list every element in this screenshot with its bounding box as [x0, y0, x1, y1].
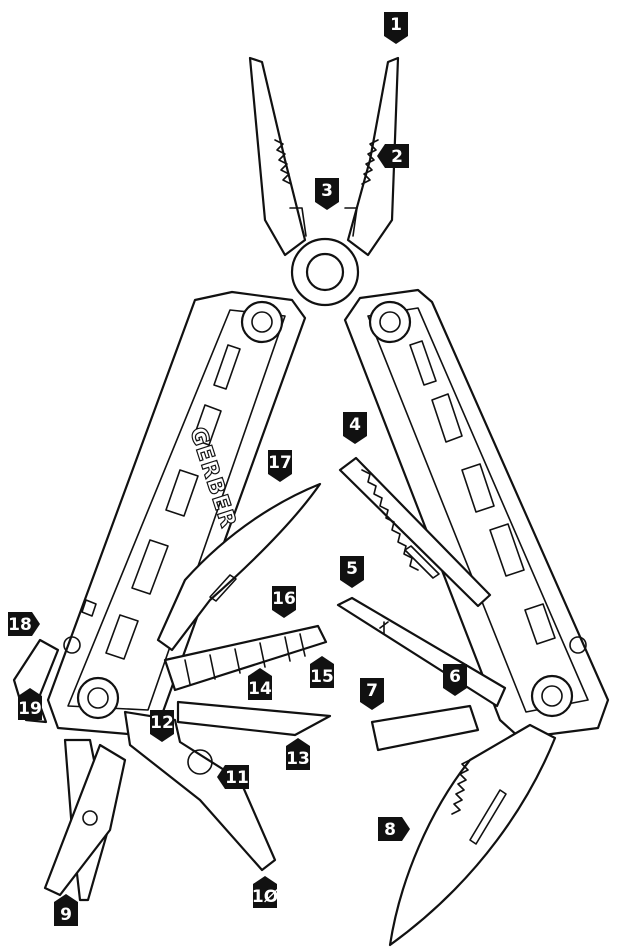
callout-number: 7 — [366, 681, 378, 701]
callout-number: 3 — [321, 181, 333, 201]
callout-tag — [268, 450, 292, 482]
right-handle — [343, 288, 610, 740]
callout-number: 12 — [150, 713, 174, 733]
callout-number: 19 — [18, 699, 42, 719]
callout-1: 1 — [384, 12, 408, 44]
callout-tag — [150, 710, 174, 742]
callout-tag — [443, 664, 467, 696]
callout-tag — [253, 876, 277, 908]
callout-6: 6 — [443, 664, 467, 696]
callout-10: 1Ø — [252, 876, 278, 908]
callout-18: 18 — [8, 612, 40, 636]
callout-number: 9 — [60, 905, 72, 925]
callout-number: 18 — [8, 615, 32, 635]
callout-3: 3 — [315, 178, 339, 210]
callout-tag — [378, 817, 410, 841]
callout-2: 2 — [377, 144, 409, 168]
bottle-opener — [123, 710, 277, 872]
callout-tag — [343, 412, 367, 444]
callout-number: 16 — [272, 589, 296, 609]
callout-number: 13 — [286, 749, 310, 769]
callout-tag — [286, 738, 310, 770]
callout-tag — [340, 556, 364, 588]
callout-19: 19 — [18, 688, 42, 720]
callout-tag — [315, 178, 339, 210]
callout-number: 1 — [390, 15, 402, 35]
knife-blade — [156, 482, 322, 652]
callout-tag — [272, 586, 296, 618]
callout-4: 4 — [343, 412, 367, 444]
callout-tag — [54, 894, 78, 926]
callout-number: 17 — [268, 453, 292, 473]
callout-tag — [360, 678, 384, 710]
callout-number: 14 — [248, 679, 272, 699]
left-handle: GERBER — [46, 290, 307, 737]
small-blade — [176, 700, 332, 737]
callout-11: 11 — [217, 765, 249, 789]
callout-16: 16 — [272, 586, 296, 618]
callout-number: 2 — [391, 147, 403, 167]
callout-9: 9 — [54, 894, 78, 926]
flathead-driver — [370, 704, 480, 752]
callout-tag — [248, 668, 272, 700]
callout-number: 11 — [225, 768, 249, 788]
callout-number: 1Ø — [252, 887, 278, 907]
callout-8: 8 — [378, 817, 410, 841]
callout-tag — [310, 656, 334, 688]
callout-number: 15 — [310, 667, 334, 687]
callout-tag — [377, 144, 409, 168]
callout-5: 5 — [340, 556, 364, 588]
callout-14: 14 — [248, 668, 272, 700]
callout-12: 12 — [150, 710, 174, 742]
callout-7: 7 — [360, 678, 384, 710]
plier-jaws — [248, 56, 400, 307]
callout-tag — [384, 12, 408, 44]
callout-number: 4 — [349, 415, 361, 435]
callout-tag — [217, 765, 249, 789]
callout-number: 8 — [384, 820, 396, 840]
callout-tag — [8, 612, 40, 636]
callout-number: 5 — [346, 559, 358, 579]
callout-17: 17 — [268, 450, 292, 482]
callout-tag — [18, 688, 42, 720]
callout-13: 13 — [286, 738, 310, 770]
callout-number: 6 — [449, 667, 461, 687]
callout-15: 15 — [310, 656, 334, 688]
